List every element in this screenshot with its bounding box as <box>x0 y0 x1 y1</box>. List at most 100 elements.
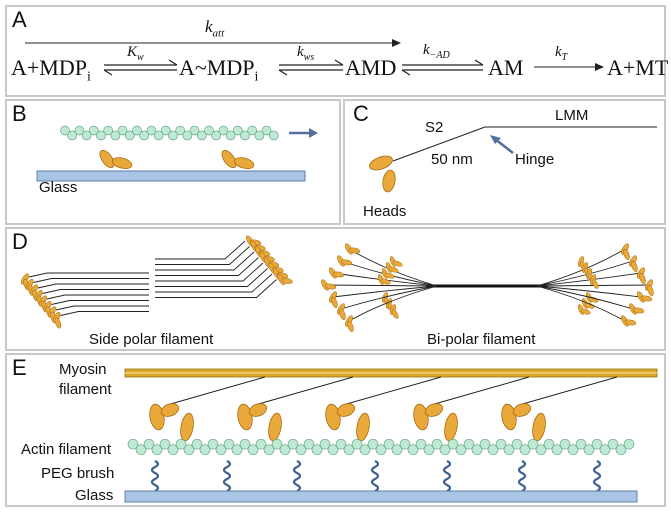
actin-monomer <box>211 130 221 141</box>
myosin-head <box>389 304 399 319</box>
actin-monomer <box>204 125 214 136</box>
species-amd: AMD <box>345 55 397 80</box>
actin-monomer <box>175 125 185 136</box>
actin-monomer <box>261 125 272 136</box>
actin-monomer <box>623 438 635 450</box>
actin-filament <box>60 125 279 141</box>
actin-monomer <box>215 444 227 456</box>
panel-c-label: C <box>353 101 369 126</box>
panel-b-label: B <box>12 101 27 126</box>
panel-a: A katt Kw kws k−AD kT A+MDPi <box>5 5 669 97</box>
length-label: 50 nm <box>431 151 473 168</box>
myosin-head <box>277 273 293 286</box>
glass-label: Glass <box>75 487 114 504</box>
actin-monomer <box>599 444 611 456</box>
lmm-label: LMM <box>555 107 589 124</box>
myosin-head <box>329 267 345 279</box>
kws-label: kws <box>297 44 315 63</box>
panel-e-drawing <box>124 368 658 503</box>
myosin-head <box>637 291 653 303</box>
myosin-head <box>337 255 353 267</box>
kw-label: Kw <box>127 44 144 63</box>
actin-monomer <box>391 444 403 456</box>
actin-monomer <box>263 444 275 456</box>
peg-chain <box>370 460 380 492</box>
panel-d: D Side polar filament Bi-polar filament <box>5 227 666 351</box>
actin-monomer <box>351 438 363 450</box>
actin-monomer <box>319 438 331 450</box>
actin-monomer <box>359 444 371 456</box>
myosin-head <box>345 243 361 255</box>
actin-monomer <box>495 438 507 450</box>
actin-monomer <box>399 438 411 450</box>
actin-monomer <box>415 438 427 450</box>
actin-monomer <box>607 438 619 450</box>
peg-chain <box>150 460 160 492</box>
actin-monomer <box>60 125 70 136</box>
myosin-head <box>345 315 354 332</box>
actin-monomer <box>423 444 435 456</box>
glass-slide <box>124 490 638 503</box>
actin-monomer <box>117 125 128 136</box>
species-a-mt: A+MT <box>607 55 669 80</box>
peg-brush-label: PEG brush <box>41 465 115 482</box>
actin-monomer <box>139 130 149 141</box>
panel-c: C S2 LMM 50 nm Hinge Heads <box>343 99 666 225</box>
myosin-head <box>52 311 62 329</box>
myosin-head <box>413 403 458 442</box>
actin-monomer <box>247 444 259 456</box>
actin-monomer <box>168 130 178 141</box>
myosin-head <box>581 298 595 309</box>
actin-monomer <box>527 438 539 450</box>
actin-monomer <box>239 438 251 450</box>
peg-chain <box>442 460 452 492</box>
actin-monomer <box>191 438 203 450</box>
actin-monomer <box>367 438 379 450</box>
s2-label: S2 <box>425 119 444 136</box>
actin-monomer <box>471 444 483 456</box>
myosin-head <box>629 255 638 272</box>
actin-filament-label: Actin filament <box>21 441 112 458</box>
actin-monomer <box>311 444 323 456</box>
k-minus-ad-label: k−AD <box>423 42 450 61</box>
actin-monomer <box>161 125 171 136</box>
actin-monomer <box>146 125 157 136</box>
myosin-head <box>321 279 337 291</box>
actin-monomer <box>151 444 163 456</box>
actin-monomer <box>479 438 491 450</box>
panel-d-label: D <box>12 229 28 254</box>
panel-a-label: A <box>12 7 27 32</box>
peg-brush <box>150 460 602 492</box>
peg-chain <box>292 460 302 492</box>
glass-label: Glass <box>39 179 78 196</box>
actin-monomer <box>575 438 587 450</box>
actin-monomer <box>247 125 257 136</box>
panel-b-drawing <box>36 125 318 182</box>
myosin-head <box>221 149 255 169</box>
actin-monomer <box>615 444 627 456</box>
species-am: AM <box>488 55 524 80</box>
actin-monomer <box>183 444 195 456</box>
actin-monomer <box>327 444 339 456</box>
actin-monomer <box>159 438 171 450</box>
actin-monomer <box>240 130 250 141</box>
actin-monomer <box>182 130 193 141</box>
myosin-head <box>337 303 346 320</box>
myosin-head <box>99 149 133 169</box>
actin-monomer <box>199 444 211 456</box>
myosin-head <box>237 403 282 442</box>
actin-monomer <box>519 444 531 456</box>
actin-monomer <box>447 438 459 450</box>
species-a-mdpi: A+MDPi <box>11 55 91 85</box>
actin-monomer <box>503 444 515 456</box>
actin-monomer <box>543 438 555 450</box>
myosin-head <box>389 256 403 267</box>
actin-monomer <box>89 125 99 136</box>
panel-e: E Myosin filament Actin filament PEG bru… <box>5 353 666 507</box>
actin-monomer <box>375 444 387 456</box>
panel-c-drawing <box>369 126 657 193</box>
actin-monomer <box>127 438 139 450</box>
actin-monomer <box>218 125 229 136</box>
panel-d-drawing <box>21 235 654 332</box>
panel-a-arrows <box>25 39 604 76</box>
